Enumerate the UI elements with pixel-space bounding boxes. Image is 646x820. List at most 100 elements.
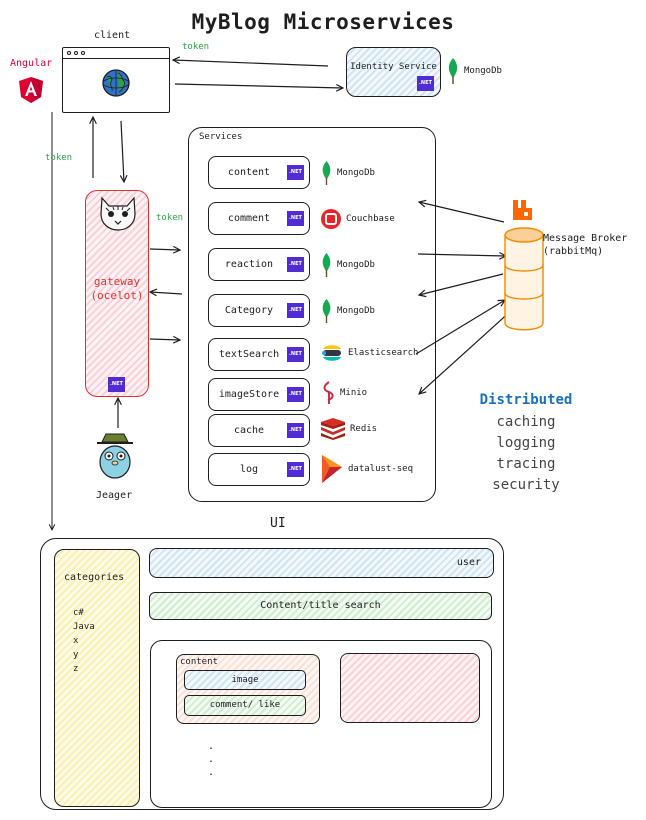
redis-icon bbox=[321, 418, 345, 440]
dotnet-icon: .NET bbox=[287, 462, 304, 477]
elasticsearch-icon bbox=[322, 345, 341, 361]
category-item[interactable]: Java bbox=[73, 622, 95, 632]
dotnet-icon: .NET bbox=[287, 387, 304, 402]
service-label: imageStore bbox=[218, 389, 280, 400]
dotnet-icon: .NET bbox=[287, 257, 304, 272]
service-cache: cache .NET bbox=[208, 414, 310, 447]
arrow-broker-to-category bbox=[419, 273, 504, 295]
tech-log: datalust-seq bbox=[320, 453, 413, 485]
content-card-placeholder[interactable] bbox=[340, 653, 480, 723]
mongodb-icon bbox=[322, 161, 331, 185]
service-label: Category bbox=[224, 305, 274, 316]
client-browser-window bbox=[62, 47, 170, 113]
distributed-item: logging bbox=[496, 435, 556, 451]
angular-icon bbox=[19, 77, 43, 103]
dotnet-icon: .NET bbox=[287, 347, 304, 362]
arrow-textsearch-to-broker bbox=[415, 300, 505, 355]
categories-heading: categories bbox=[64, 572, 125, 583]
dotnet-icon: .NET bbox=[287, 165, 304, 180]
category-item[interactable]: x bbox=[73, 636, 79, 646]
couchbase-icon bbox=[321, 209, 341, 229]
mongodb-icon bbox=[448, 58, 458, 84]
token-label: token bbox=[45, 153, 73, 163]
tech-cache: Redis bbox=[320, 414, 377, 444]
content-image-box: image bbox=[184, 670, 306, 690]
content-area bbox=[150, 640, 492, 808]
ui-title: UI bbox=[270, 516, 286, 531]
message-broker-label: Message Broker (rabbitMq) bbox=[543, 233, 628, 257]
service-label: textSearch bbox=[218, 349, 280, 360]
service-log: log .NET bbox=[208, 453, 310, 486]
more-content-ellipsis: . . . bbox=[208, 741, 215, 778]
dotnet-icon: .NET bbox=[417, 76, 434, 91]
mongodb-icon bbox=[322, 299, 331, 323]
arrow-client-to-gateway bbox=[121, 120, 124, 182]
identity-db-label: MongoDb bbox=[464, 66, 502, 76]
dotnet-icon: .NET bbox=[287, 423, 304, 438]
arrow-client-to-identity bbox=[174, 83, 343, 88]
arrow-reaction-to-broker bbox=[417, 254, 506, 256]
category-item[interactable]: c# bbox=[73, 608, 84, 618]
arrow-gateway-to-services-2 bbox=[149, 339, 180, 340]
service-label: reaction bbox=[224, 259, 274, 270]
tech-label: Minio bbox=[340, 388, 368, 398]
globe-icon bbox=[102, 69, 130, 97]
tech-label: MongoDb bbox=[337, 306, 375, 316]
user-bar-label: user bbox=[456, 557, 481, 568]
tech-label: Elasticsearch bbox=[348, 348, 419, 358]
arrow-services-to-gateway bbox=[150, 292, 183, 294]
distributed-heading: Distributed bbox=[479, 392, 573, 408]
datalust-seq-icon bbox=[322, 455, 342, 483]
tech-reaction: MongoDb bbox=[320, 250, 375, 280]
arrow-identity-to-client bbox=[173, 60, 329, 67]
rabbitmq-icon bbox=[513, 200, 532, 220]
dotnet-icon: .NET bbox=[287, 303, 304, 318]
category-item[interactable]: y bbox=[73, 650, 79, 660]
gateway-label: gateway (ocelot) bbox=[90, 275, 144, 302]
content-search-bar[interactable]: Content/title search bbox=[149, 592, 492, 620]
user-bar[interactable]: user bbox=[149, 548, 494, 578]
arrow-broker-to-comment bbox=[419, 202, 505, 223]
category-item[interactable]: z bbox=[73, 664, 79, 674]
identity-service-box: Identity Service .NET bbox=[346, 47, 441, 97]
tech-label: MongoDb bbox=[337, 168, 375, 178]
jaeger-label: Jeager bbox=[96, 490, 133, 501]
dotnet-icon: .NET bbox=[287, 211, 304, 226]
identity-service-label: Identity Service bbox=[350, 62, 437, 72]
diagram-title: MyBlog Microservices bbox=[191, 10, 455, 34]
token-label: token bbox=[156, 213, 184, 223]
comment-like-label: comment/ like bbox=[209, 700, 281, 710]
service-textsearch: textSearch .NET bbox=[208, 338, 310, 371]
categories-panel: categories c# Java x y z bbox=[54, 549, 140, 807]
services-box: Services bbox=[188, 127, 436, 502]
client-label: client bbox=[94, 30, 131, 41]
service-imagestore: imageStore .NET bbox=[208, 378, 310, 411]
services-box-label: Services bbox=[199, 132, 243, 142]
content-card[interactable]: content image comment/ like bbox=[176, 654, 320, 724]
token-label: token bbox=[182, 42, 210, 52]
arrow-broker-to-imagestore bbox=[419, 309, 513, 394]
mongodb-icon bbox=[322, 253, 331, 277]
tech-comment: Couchbase bbox=[320, 204, 395, 234]
tech-label: datalust-seq bbox=[348, 464, 414, 474]
service-label: log bbox=[239, 464, 259, 475]
message-broker-cylinder bbox=[504, 227, 544, 331]
dotnet-icon: .NET bbox=[108, 377, 125, 392]
content-search-label: Content/title search bbox=[260, 600, 381, 611]
tech-imagestore: Minio bbox=[320, 378, 367, 408]
distributed-item: tracing bbox=[496, 456, 556, 472]
ocelot-cat-icon bbox=[100, 196, 136, 231]
angular-label: Angular bbox=[10, 58, 53, 69]
service-reaction: reaction .NET bbox=[208, 248, 310, 281]
jaeger-gopher-icon bbox=[97, 433, 133, 479]
service-category: Category .NET bbox=[208, 294, 310, 327]
arrow-gateway-to-services-1 bbox=[149, 249, 180, 250]
tech-label: MongoDb bbox=[337, 260, 375, 270]
content-card-heading: content bbox=[180, 657, 218, 667]
comment-like-box[interactable]: comment/ like bbox=[184, 695, 306, 716]
tech-category: MongoDb bbox=[320, 296, 375, 326]
tech-textsearch: Elasticsearch bbox=[320, 338, 418, 368]
tech-label: Couchbase bbox=[346, 214, 395, 224]
service-comment: comment .NET bbox=[208, 202, 310, 235]
